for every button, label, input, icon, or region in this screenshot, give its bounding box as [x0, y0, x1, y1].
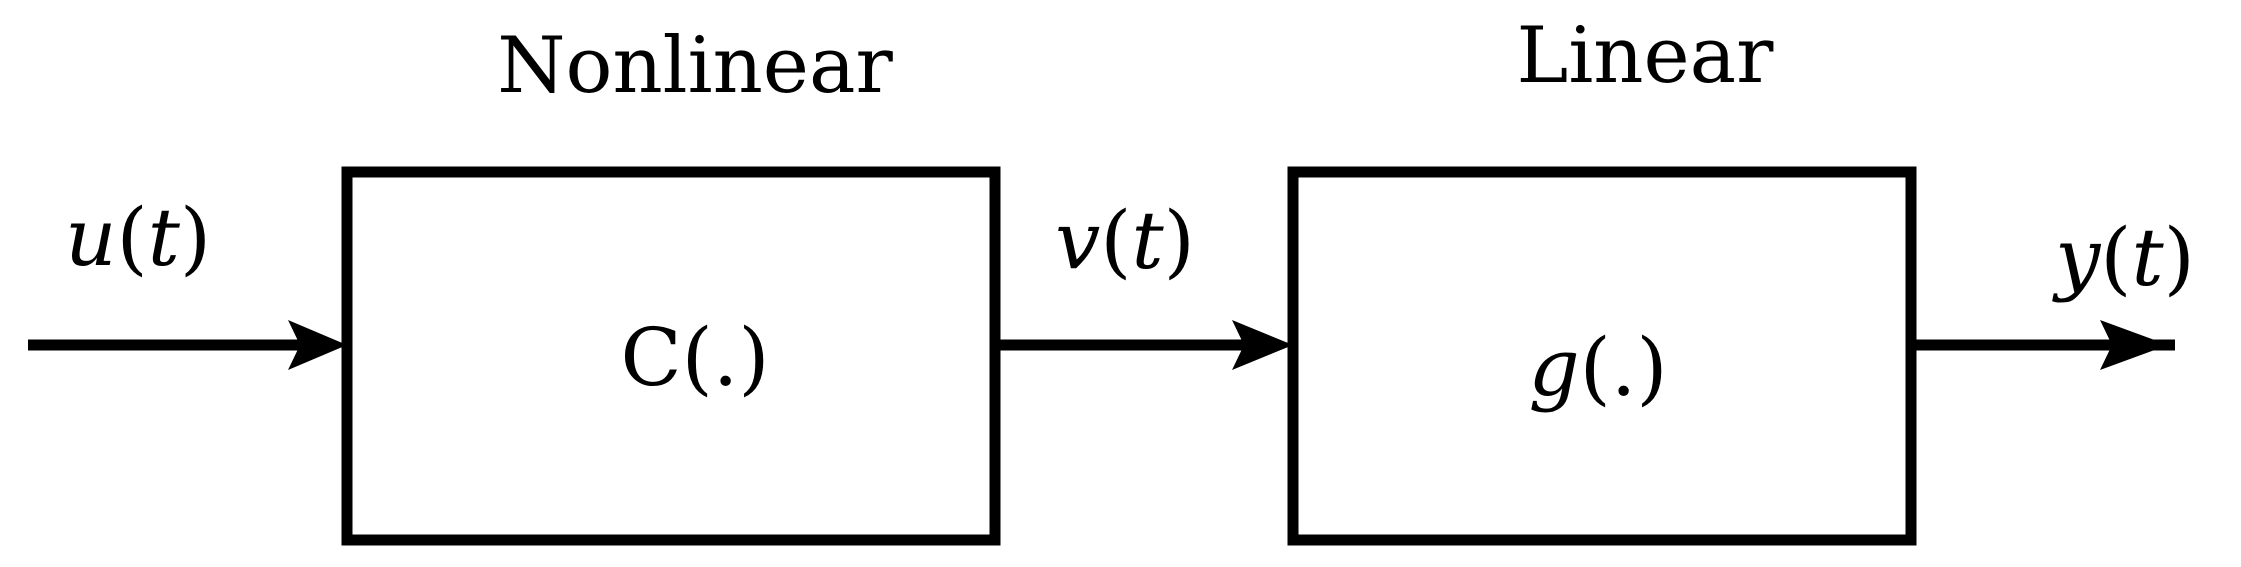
output-signal-close-paren: ): [2164, 211, 2195, 304]
linear-function-label: g(.): [1528, 321, 1667, 414]
intermediate-signal-open-paren: (: [1100, 194, 1131, 287]
intermediate-signal-symbol: v: [1055, 194, 1100, 287]
input-signal-label: u(t): [65, 191, 211, 284]
input-signal-symbol: u: [65, 191, 117, 284]
input-signal-var: t: [148, 191, 181, 284]
output-signal-symbol: y: [2052, 211, 2102, 304]
output-arrowhead: [2100, 320, 2168, 370]
intermediate-signal-close-paren: ): [1164, 194, 1195, 287]
linear-block-title: Linear: [1517, 11, 1775, 101]
intermediate-signal-label: v(t): [1055, 194, 1195, 287]
linear-function-args: (.): [1580, 321, 1668, 414]
input-signal-close-paren: ): [180, 191, 211, 284]
intermediate-signal-var: t: [1132, 194, 1165, 287]
intermediate-arrowhead: [1232, 320, 1293, 370]
nonlinear-block-title: Nonlinear: [497, 21, 893, 111]
linear-function-symbol: g: [1528, 321, 1579, 414]
output-signal-open-paren: (: [2100, 211, 2131, 304]
output-signal-var: t: [2132, 211, 2165, 304]
nonlinear-function-label: C(.): [620, 311, 769, 404]
input-arrowhead: [288, 320, 347, 370]
output-signal-label: y(t): [2052, 211, 2195, 304]
linear-block: [1287, 166, 1917, 546]
nonlinear-block: [341, 166, 1001, 546]
input-signal-open-paren: (: [116, 191, 147, 284]
nonlinear-function-symbol: C: [620, 311, 681, 404]
nonlinear-function-args: (.): [682, 311, 770, 404]
